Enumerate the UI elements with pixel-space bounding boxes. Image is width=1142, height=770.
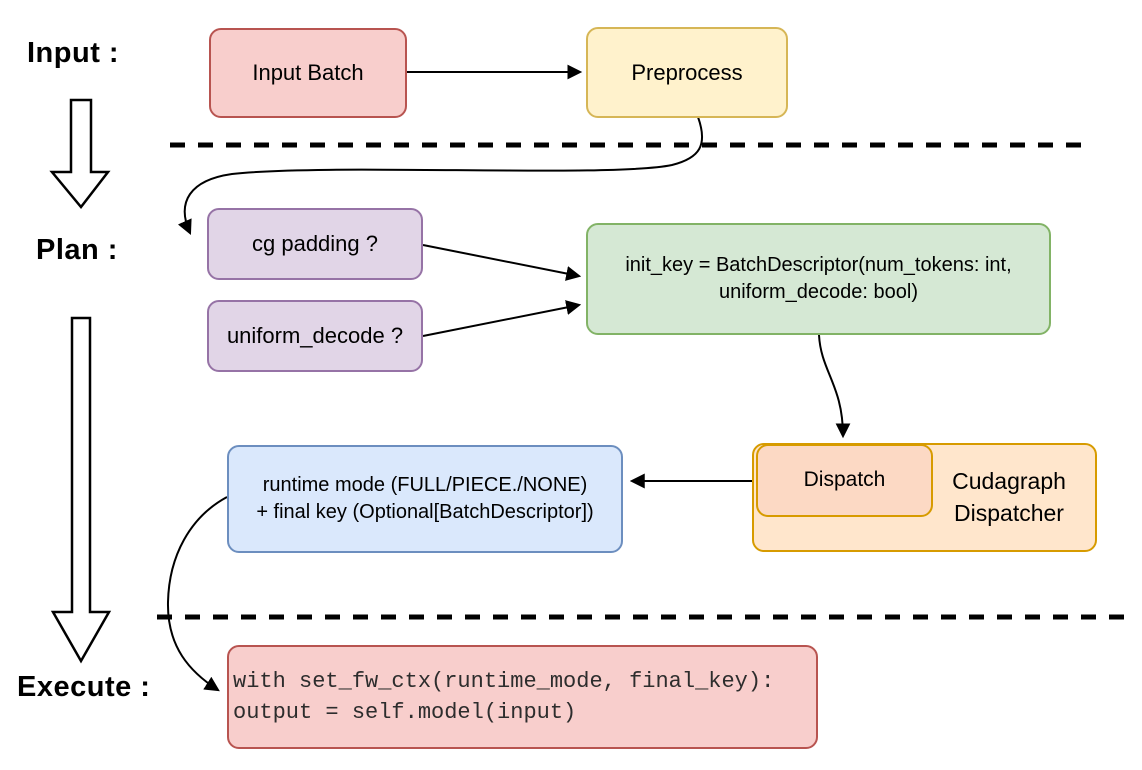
arrow-runtimemode-to-executecode [166, 496, 228, 692]
node-input-batch-label: Input Batch [252, 60, 364, 86]
arrow-initkey-to-dispatch [818, 334, 851, 439]
input-to-plan-arrow [49, 98, 111, 210]
node-init-key-line1: init_key = BatchDescriptor(num_tokens: i… [625, 254, 1012, 276]
arrow-preprocess-to-cgpadding [177, 116, 703, 236]
node-runtime-mode-line1: runtime mode (FULL/PIECE./NONE) [262, 474, 588, 496]
node-runtime-mode: runtime mode (FULL/PIECE./NONE) + final … [227, 445, 623, 553]
stage-label-plan: Plan : [36, 234, 118, 266]
node-cg-padding-label: cg padding ? [252, 231, 378, 257]
node-cg-padding: cg padding ? [207, 208, 423, 280]
node-cudagraph-dispatcher-label: Cudagraph Dispatcher [929, 445, 1089, 550]
execute-code-line2: output = self.model(input) [233, 700, 577, 725]
arrow-cgpadding-to-initkey [422, 244, 582, 281]
node-preprocess: Preprocess [586, 27, 788, 118]
node-dispatch: Dispatch [756, 444, 933, 517]
arrow-uniformdecode-to-initkey [422, 300, 582, 337]
cudagraph-line2: Dispatcher [954, 499, 1064, 526]
node-uniform-decode-label: uniform_decode ? [226, 323, 404, 349]
node-preprocess-label: Preprocess [631, 59, 743, 85]
stage-label-input: Input : [27, 37, 120, 69]
execute-code-line1: with set_fw_ctx(runtime_mode, final_key)… [233, 668, 775, 694]
node-init-key-line2: uniform_decode: bool) [718, 281, 918, 303]
node-runtime-mode-line2: + final key (Optional[BatchDescriptor]) [256, 501, 594, 523]
stage-label-execute: Execute : [17, 671, 151, 703]
node-uniform-decode: uniform_decode ? [207, 300, 423, 372]
node-execute-code: with set_fw_ctx(runtime_mode, final_key)… [227, 645, 818, 749]
node-init-key: init_key = BatchDescriptor(num_tokens: i… [586, 223, 1051, 335]
cudagraph-line1: Cudagraph [952, 468, 1066, 495]
node-input-batch: Input Batch [209, 28, 407, 118]
node-dispatch-label: Dispatch [803, 468, 886, 492]
plan-to-execute-arrow [50, 316, 112, 664]
